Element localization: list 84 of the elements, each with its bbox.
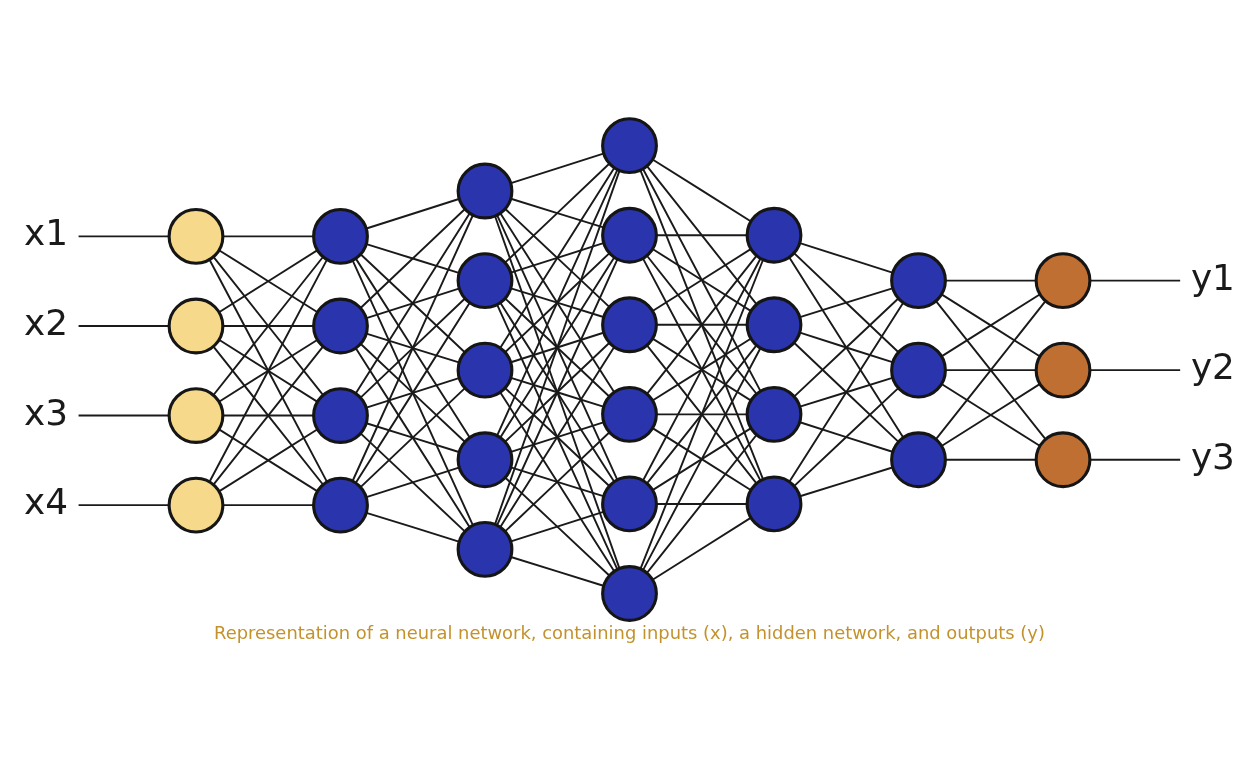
node-circle — [1034, 341, 1092, 399]
node-circle — [601, 385, 658, 443]
connector — [639, 259, 764, 570]
node-text: y1 — [1190, 256, 1235, 298]
connector — [496, 258, 619, 527]
node-circle — [167, 297, 225, 355]
node-circle — [167, 208, 225, 265]
node-circle — [890, 431, 947, 489]
connector — [359, 432, 466, 533]
connector — [504, 208, 610, 308]
connector — [494, 215, 621, 570]
node-text: y3 — [1190, 435, 1235, 477]
node-circle — [312, 208, 369, 265]
connector — [351, 214, 474, 482]
connector — [793, 387, 899, 487]
connector — [642, 257, 762, 482]
connector — [788, 301, 905, 483]
connector — [496, 168, 619, 437]
node-circle — [601, 206, 658, 264]
node-text: x1 — [24, 212, 69, 254]
node-circle — [1034, 252, 1092, 310]
connector — [359, 297, 466, 399]
connector — [494, 169, 621, 525]
connector — [212, 345, 324, 486]
connector — [642, 347, 762, 572]
node-text: x4 — [24, 481, 69, 523]
connector — [499, 346, 616, 528]
connector — [359, 387, 466, 488]
node-circle — [1034, 431, 1092, 489]
connector — [504, 431, 611, 533]
connector — [793, 342, 900, 443]
node-circle — [312, 297, 369, 355]
connector — [642, 168, 762, 392]
node-circle — [890, 341, 947, 399]
node-circle — [456, 520, 514, 578]
node-circle — [601, 117, 658, 175]
node-circle — [745, 385, 803, 443]
connector — [496, 214, 619, 481]
connector — [793, 297, 899, 398]
connector — [496, 303, 619, 571]
node-text: x2 — [24, 301, 69, 343]
connector — [208, 258, 328, 483]
connector — [639, 169, 764, 481]
node-circle — [745, 475, 803, 533]
node-circle — [312, 387, 369, 444]
node-circle — [167, 387, 225, 444]
connector — [788, 256, 905, 439]
connector — [504, 297, 610, 398]
connector — [504, 341, 611, 443]
caption: Representation of a neural network, containing inputs (x), a hidden network, and outputs (y) — [214, 622, 1045, 644]
connector — [359, 343, 466, 443]
connector — [793, 252, 900, 354]
connector — [504, 476, 610, 577]
connector — [646, 165, 758, 305]
node-circle — [167, 476, 225, 534]
node-circle — [312, 476, 369, 534]
connector — [351, 259, 474, 527]
node-text: y2 — [1190, 346, 1235, 388]
node-circle — [456, 162, 514, 220]
node-circle — [745, 206, 803, 264]
node-circle — [601, 475, 658, 533]
node-circle — [456, 431, 514, 489]
node-circle — [456, 252, 514, 310]
connector — [499, 391, 616, 573]
connector — [354, 212, 471, 395]
connector — [218, 428, 319, 493]
connector — [504, 387, 610, 487]
connector — [504, 162, 611, 264]
node-text: x3 — [24, 391, 69, 433]
connector — [940, 293, 1041, 358]
node-circle — [456, 341, 514, 399]
node-circle — [601, 565, 658, 622]
node-circle — [890, 252, 947, 310]
connector — [646, 434, 758, 574]
connector — [354, 257, 471, 439]
connector — [504, 252, 611, 353]
node-circle — [745, 296, 803, 354]
connector — [499, 212, 616, 394]
connector — [359, 253, 466, 353]
node-circle — [601, 296, 658, 354]
connector — [651, 337, 752, 402]
connector — [212, 256, 324, 396]
connector — [359, 208, 466, 309]
connector — [499, 256, 616, 439]
